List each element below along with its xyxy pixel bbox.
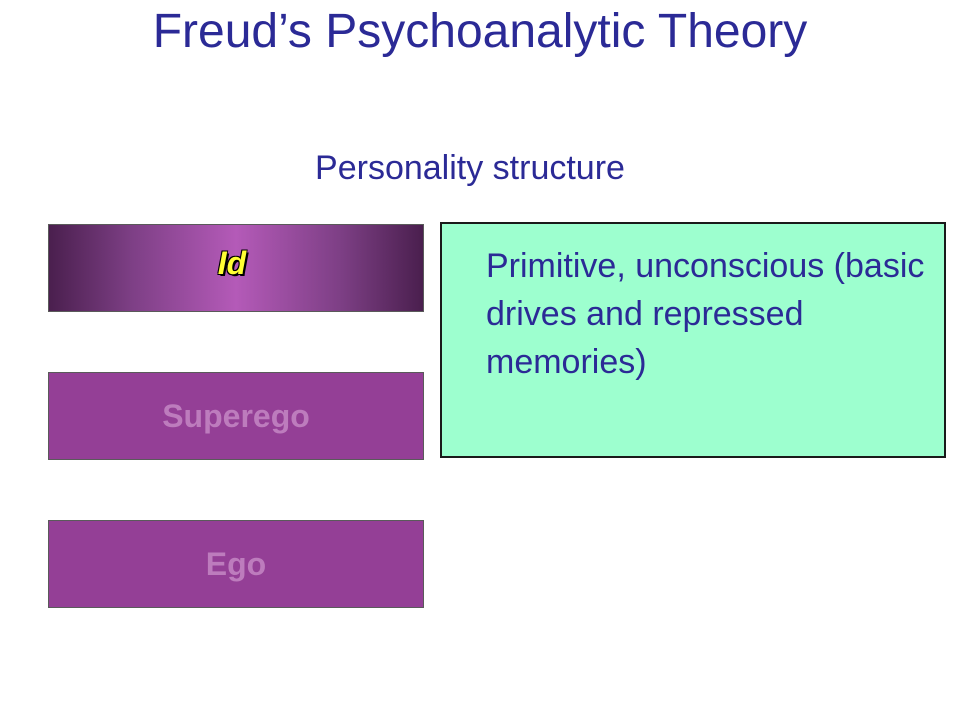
definition-panel: Primitive, unconscious (basic drives and… [440, 222, 946, 458]
term-label-id: Id [217, 245, 247, 281]
term-label-superego: Superego [162, 398, 310, 434]
definition-text: Primitive, unconscious (basic drives and… [486, 247, 925, 381]
slide-title: Freud’s Psychoanalytic Theory [152, 5, 808, 58]
term-button-ego[interactable]: Ego [48, 520, 424, 608]
slide-subtitle: Personality structure [315, 149, 625, 187]
term-button-superego[interactable]: Superego [48, 372, 424, 460]
term-button-id[interactable]: Id [48, 224, 424, 312]
term-label-ego: Ego [205, 546, 267, 582]
